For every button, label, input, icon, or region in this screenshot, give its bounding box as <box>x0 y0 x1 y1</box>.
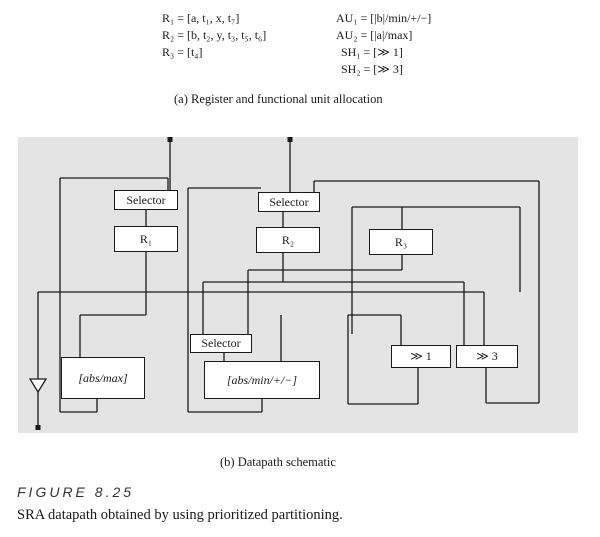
abs-min-unit-box: [abs/min/+/−] <box>204 361 320 399</box>
register-r1-box: R₁ <box>114 226 178 252</box>
schematic-caption: (b) Datapath schematic <box>220 455 336 469</box>
output-buffer-triangle <box>28 378 48 394</box>
allocation-caption: (a) Register and functional unit allocat… <box>174 92 383 106</box>
selector-1-box: Selector <box>114 190 178 210</box>
register-r1-allocation: R₁ = [a, t₁, x, t₇] <box>162 11 240 25</box>
abs-max-unit-box: [abs/max] <box>61 357 145 399</box>
unit-sh1-allocation: SH₁ = [≫ 1] <box>341 45 403 59</box>
output-port-terminal <box>35 425 41 430</box>
datapath-schematic: Selector Selector R₁ R₂ R₃ Selector [abs… <box>18 137 578 433</box>
unit-au2-allocation: AU₂ = [|a|/max] <box>336 28 413 42</box>
shift-1-unit-box: ≫ 1 <box>391 345 451 368</box>
register-r2-box: R₂ <box>256 227 320 253</box>
register-r3-allocation: R₃ = [t₄] <box>162 45 203 59</box>
schematic-wires <box>28 137 540 430</box>
selector-2-box: Selector <box>258 192 320 212</box>
shift-3-unit-box: ≫ 3 <box>456 345 518 368</box>
figure-caption: SRA datapath obtained by using prioritiz… <box>17 507 343 523</box>
register-r3-box: R₃ <box>369 229 433 255</box>
input-port-terminal <box>167 137 173 142</box>
figure-label: FIGURE 8.25 <box>17 484 135 500</box>
register-r2-allocation: R₂ = [b, t₂, y, t₃, t₅, t₆] <box>162 28 267 42</box>
input-port-terminal <box>287 137 293 142</box>
selector-3-box: Selector <box>190 334 252 353</box>
unit-sh2-allocation: SH₂ = [≫ 3] <box>341 62 403 76</box>
unit-au1-allocation: AU₁ = [|b|/min/+/−] <box>336 11 432 25</box>
